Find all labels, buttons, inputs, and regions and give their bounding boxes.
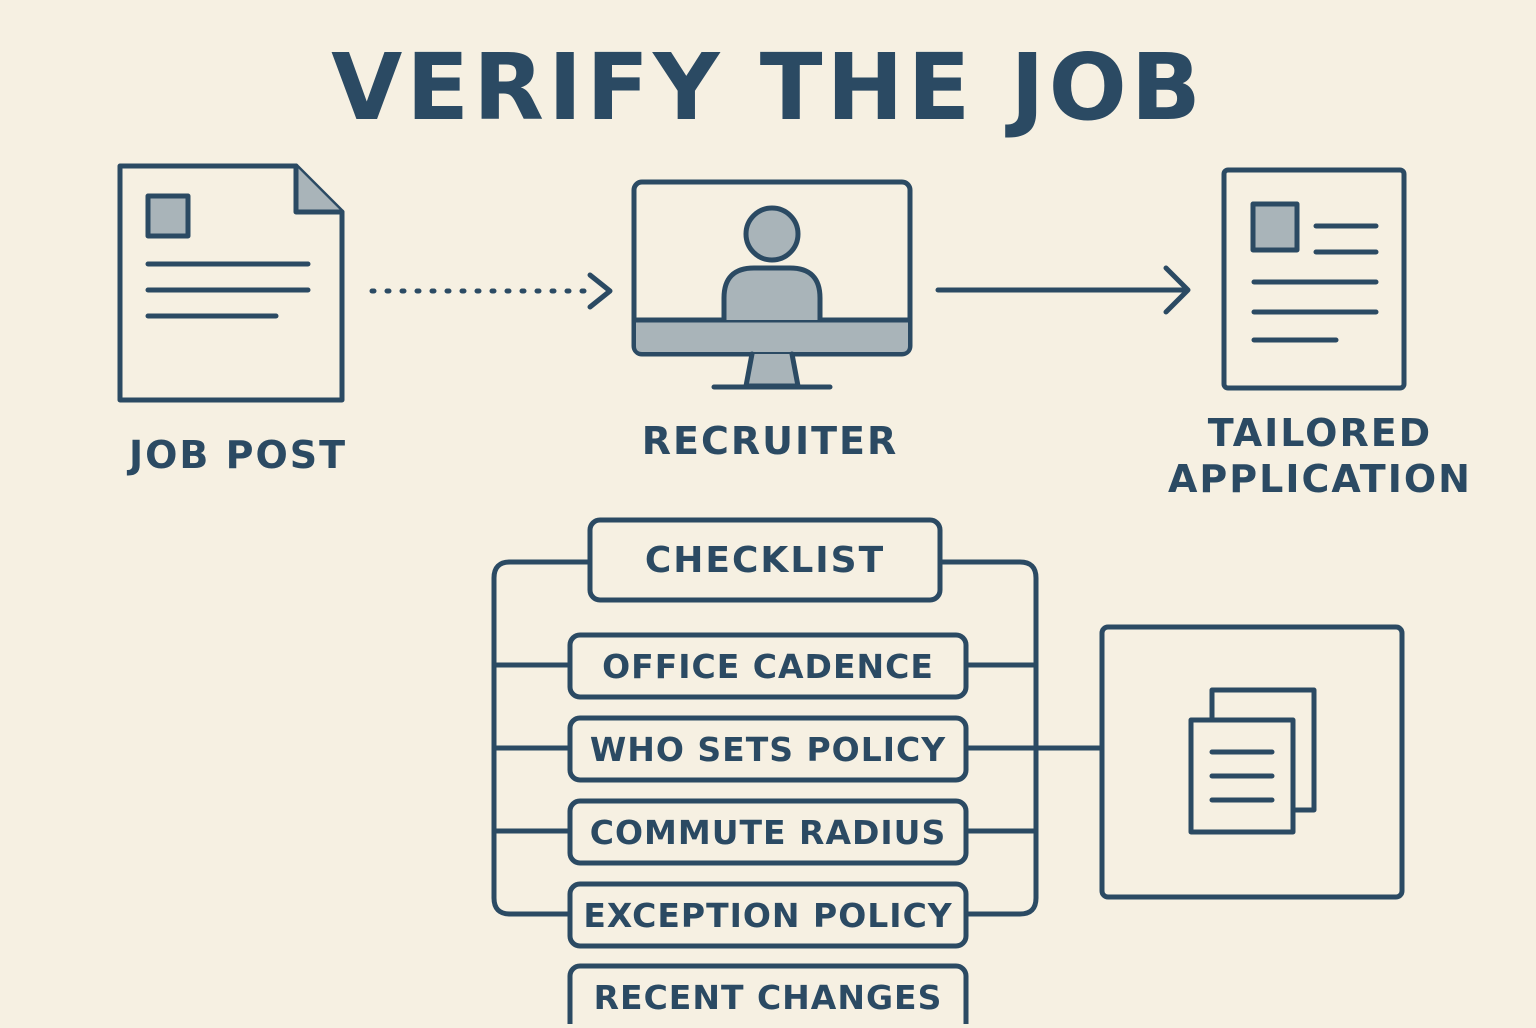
monitor-person-icon [631, 179, 913, 390]
tailored-application-label: TAILORED APPLICATION [1160, 410, 1480, 502]
tailored-application-label-line2: APPLICATION [1168, 457, 1472, 501]
checklist-box [567, 963, 969, 1024]
copy-documents-icon [1099, 624, 1405, 900]
checklist-item-exception-policy: EXCEPTION POLICY [583, 895, 953, 935]
diagram-title: VERIFY THE JOB [331, 34, 1205, 141]
resume-icon [1221, 167, 1407, 391]
checklist-box [567, 632, 969, 700]
recruiter-label: RECRUITER [641, 419, 899, 463]
checklist-item-who-sets-policy: WHO SETS POLICY [589, 729, 947, 769]
dotted-arrow-icon [369, 272, 613, 310]
checklist-header: CHECKLIST [644, 539, 886, 581]
job-post-label: JOB POST [128, 433, 348, 477]
checklist-connectors [491, 559, 1105, 917]
checklist-item-commute-radius: COMMUTE RADIUS [589, 812, 947, 852]
document-icon [117, 163, 345, 403]
checklist-item-recent-changes: RECENT CHANGES [593, 977, 943, 1017]
checklist-box [567, 715, 969, 783]
solid-arrow-icon [935, 265, 1191, 315]
tailored-application-label-line1: TAILORED [1207, 411, 1433, 455]
checklist-box [567, 798, 969, 866]
checklist-item-office-cadence: OFFICE CADENCE [602, 646, 934, 686]
checklist-header-box [587, 517, 943, 603]
checklist-box [567, 881, 969, 949]
